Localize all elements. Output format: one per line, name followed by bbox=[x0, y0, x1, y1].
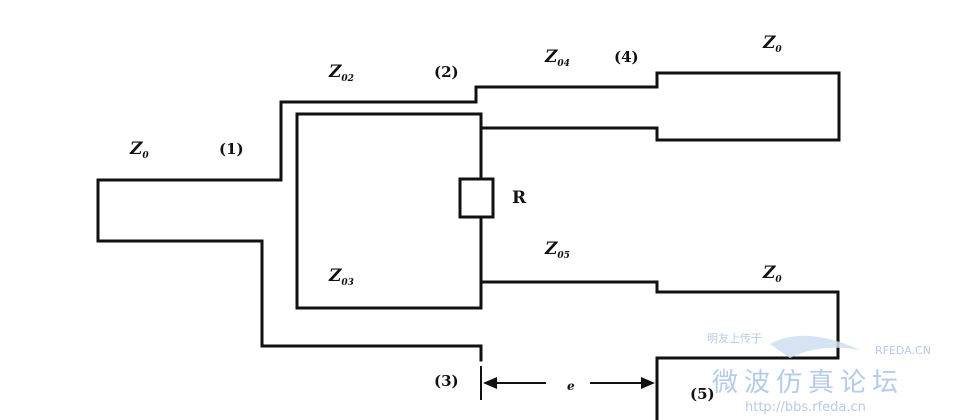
resistor-box bbox=[458, 177, 495, 219]
label-z0-left: Z0 bbox=[129, 139, 149, 161]
label-z0-top-right: Z0 bbox=[762, 33, 782, 55]
label-z0-bottom-right: Z0 bbox=[762, 263, 782, 285]
node-5-label: (5) bbox=[690, 385, 715, 403]
resistor-label: R bbox=[512, 188, 527, 208]
circuit-outline-lower bbox=[96, 178, 483, 362]
arrowhead-left bbox=[483, 377, 497, 389]
label-z02: Z02 bbox=[328, 62, 354, 84]
watermark-line3: 微波仿真论坛 bbox=[712, 368, 904, 398]
watermark-line1: 明友上传于 bbox=[707, 331, 762, 345]
watermark-wing-icon bbox=[770, 335, 860, 358]
circuit-outline bbox=[96, 71, 841, 182]
length-label: e bbox=[567, 379, 575, 393]
output-5-line bbox=[479, 215, 840, 420]
node-1-label: (1) bbox=[219, 140, 244, 158]
label-z05: Z05 bbox=[544, 239, 570, 261]
node-3-label: (3) bbox=[434, 372, 459, 390]
label-z04: Z04 bbox=[544, 47, 570, 69]
node-4-label: (4) bbox=[614, 48, 639, 66]
node-2-label: (2) bbox=[434, 63, 459, 81]
arrowhead-right bbox=[641, 377, 655, 389]
watermark-line4: http://bbs.rfeda.cn bbox=[745, 400, 866, 415]
watermark-line2: RFEDA.CN bbox=[875, 344, 931, 357]
watermark: 明友上传于 RFEDA.CN 微波仿真论坛 http://bbs.rfeda.c… bbox=[707, 331, 931, 415]
inner-ring bbox=[295, 112, 483, 310]
label-z03: Z03 bbox=[328, 266, 354, 288]
